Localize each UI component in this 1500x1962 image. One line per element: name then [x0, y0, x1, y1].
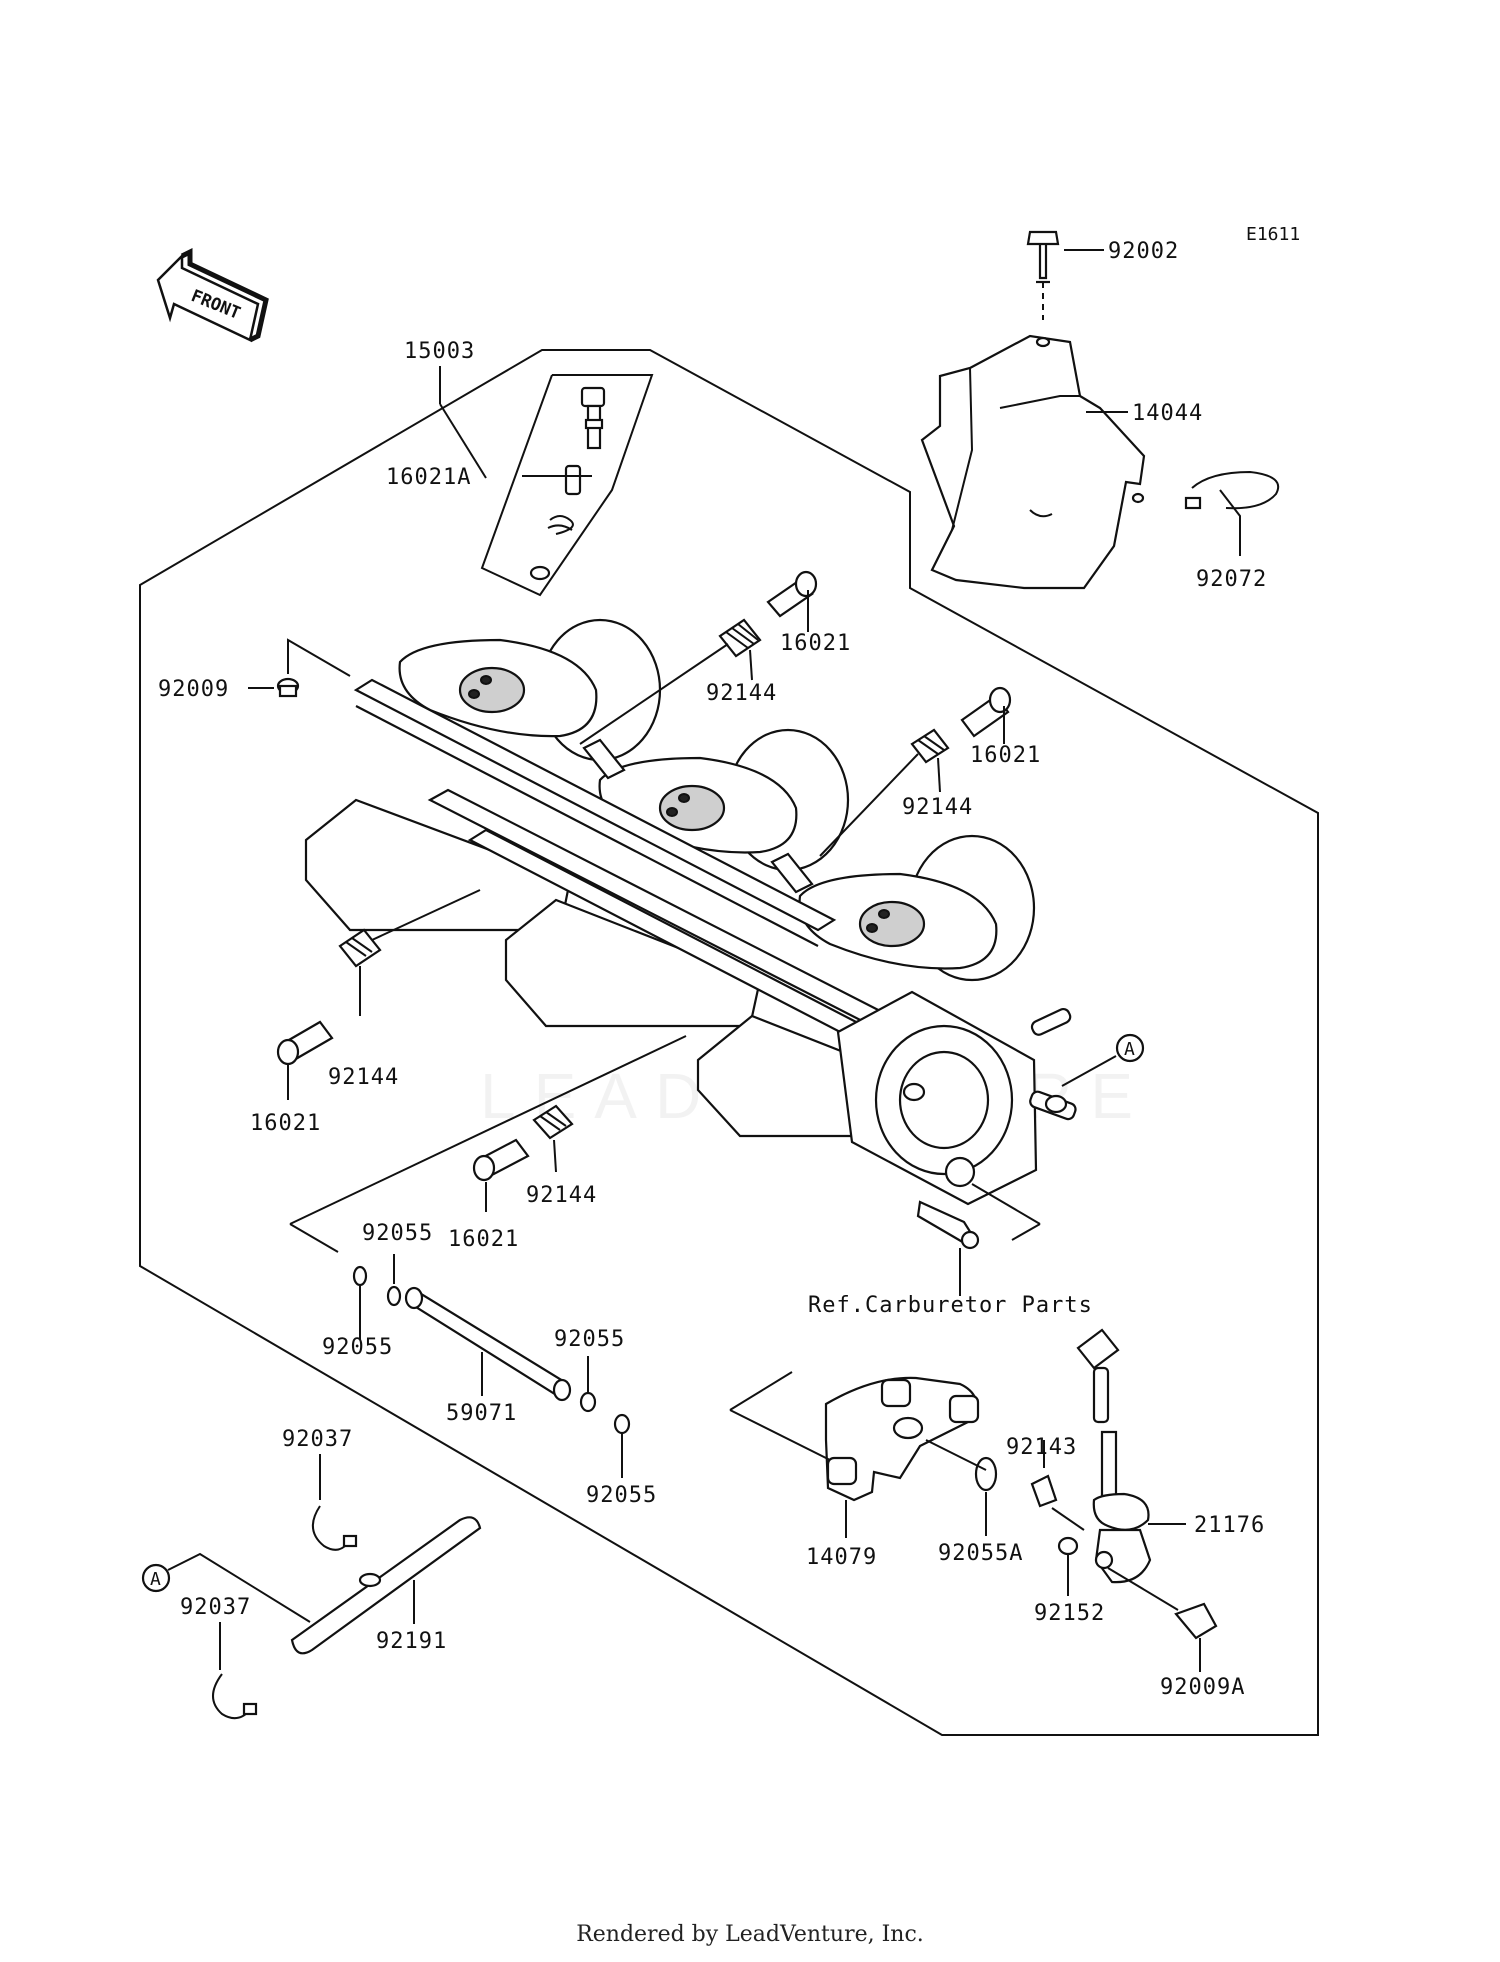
callout-a-upper-letter: A	[1124, 1039, 1135, 1060]
spring-left	[338, 889, 481, 1016]
label-14044: 14044	[1132, 401, 1203, 426]
label-92037-bottom: 92037	[180, 1595, 251, 1620]
pilot-screw-mid	[960, 686, 1012, 744]
carburetor-bank	[304, 618, 1077, 1206]
label-92037-top: 92037	[282, 1427, 353, 1452]
fitting-21176	[1030, 1328, 1218, 1672]
label-92055-c: 92055	[554, 1327, 625, 1352]
front-arrow-icon: FRONT	[156, 247, 269, 343]
label-16021-left: 16021	[250, 1111, 321, 1136]
label-92009: 92009	[158, 677, 229, 702]
label-15003: 15003	[404, 339, 475, 364]
label-16021-top: 16021	[780, 631, 851, 656]
assembly-outline	[139, 349, 1319, 1736]
label-92152: 92152	[1034, 1601, 1105, 1626]
callout-a-lower: A	[141, 1563, 171, 1593]
screw-92009	[276, 638, 351, 698]
label-92055-d: 92055	[586, 1483, 657, 1508]
label-92072: 92072	[1196, 567, 1267, 592]
orings-and-pipe	[352, 1254, 631, 1478]
bracket-14044-group	[920, 230, 1146, 590]
clamp-92037-bottom	[212, 1622, 258, 1720]
diagram-code: E1611	[1246, 224, 1300, 245]
label-92144-mid: 92144	[902, 795, 973, 820]
clamp-92072	[1184, 470, 1280, 510]
hose-92191	[167, 1516, 482, 1655]
label-59071: 59071	[446, 1401, 517, 1426]
pilot-screw-left	[276, 1020, 334, 1100]
spring-mid	[819, 728, 950, 857]
label-92055-a: 92055	[362, 1221, 433, 1246]
ref-bracket	[289, 1035, 1041, 1296]
leaders	[248, 249, 1241, 689]
label-92002: 92002	[1108, 239, 1179, 264]
callout-a-upper: A	[1061, 1033, 1145, 1087]
pilot-screw-low	[472, 1138, 530, 1212]
label-14079: 14079	[806, 1545, 877, 1570]
plate-14079	[729, 1371, 998, 1538]
needle-set-16021A	[480, 374, 654, 597]
label-92191: 92191	[376, 1629, 447, 1654]
label-16021A: 16021A	[386, 465, 471, 490]
pilot-screw-top	[766, 570, 818, 632]
clamp-92037-top	[312, 1454, 358, 1551]
reference-note: Ref.Carburetor Parts	[808, 1293, 1093, 1318]
label-92055-b: 92055	[322, 1335, 393, 1360]
footer-credit: Rendered by LeadVenture, Inc.	[576, 1922, 924, 1947]
callout-a-lower-letter: A	[150, 1569, 161, 1590]
label-21176: 21176	[1194, 1513, 1265, 1538]
label-92144-low: 92144	[526, 1183, 597, 1208]
label-92144-top: 92144	[706, 681, 777, 706]
label-92144-left: 92144	[328, 1065, 399, 1090]
label-16021-mid: 16021	[970, 743, 1041, 768]
label-92143: 92143	[1006, 1435, 1077, 1460]
label-92009A: 92009A	[1160, 1675, 1245, 1700]
label-92055A: 92055A	[938, 1541, 1023, 1566]
spring-low	[532, 1104, 574, 1173]
label-16021-low: 16021	[448, 1227, 519, 1252]
spring-top	[579, 618, 762, 745]
